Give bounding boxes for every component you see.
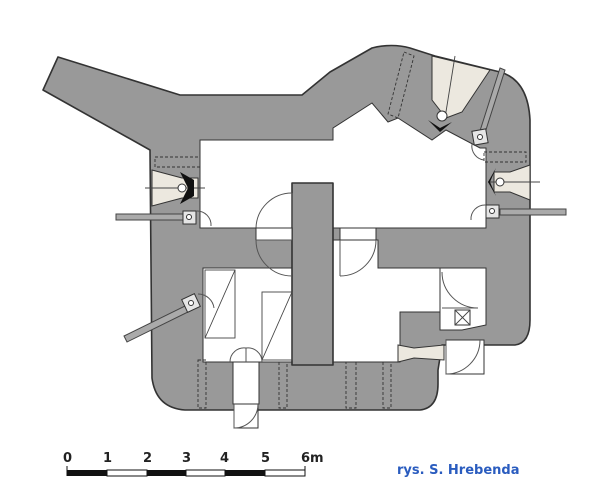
closet-room [439,267,487,331]
scale-label-3: 3 [182,451,191,466]
vent-bottom-3 [382,361,392,409]
scale-label-0: 0 [63,451,72,466]
author-credit: rys. S. Hrebenda [397,463,520,478]
door-bottom-exit [233,403,259,429]
gun-lower-left [123,293,215,343]
scale-label-6m: 6m [301,451,324,466]
embrasure-top [428,55,491,132]
vent-left-top [154,156,201,168]
vent-bottom-1 [278,361,288,409]
scale-label-2: 2 [143,451,152,466]
vent-top [387,51,415,119]
door-bottom-double [229,347,263,363]
hatch-cross-2 [454,309,471,326]
scale-label-5: 5 [261,451,270,466]
embrasure-left [145,169,205,207]
scale-bar: 0 1 2 3 4 5 6m [63,451,324,477]
vent-left-lower [197,359,207,409]
vent-right-top [483,151,527,163]
bunk-left-diagonal [204,269,236,339]
embrasure-bottom-right [397,344,445,363]
gun-right [470,204,567,221]
gun-left [115,210,212,227]
bunk-right-diagonal [261,291,293,361]
vent-bottom-2 [345,361,357,409]
gun-top-right [471,67,506,161]
scale-label-1: 1 [103,451,112,466]
door-pillar-right [339,227,377,277]
bunk-left [204,269,236,339]
door-closet [441,271,479,309]
exit-corridor [232,361,260,405]
bunk-right [261,291,293,361]
central-pillar [291,182,334,366]
door-upper-pillar-left [255,192,293,229]
door-pillar-left [255,227,293,277]
scale-label-4: 4 [220,451,229,466]
door-right-exit [445,339,485,375]
embrasure-right [488,164,540,201]
